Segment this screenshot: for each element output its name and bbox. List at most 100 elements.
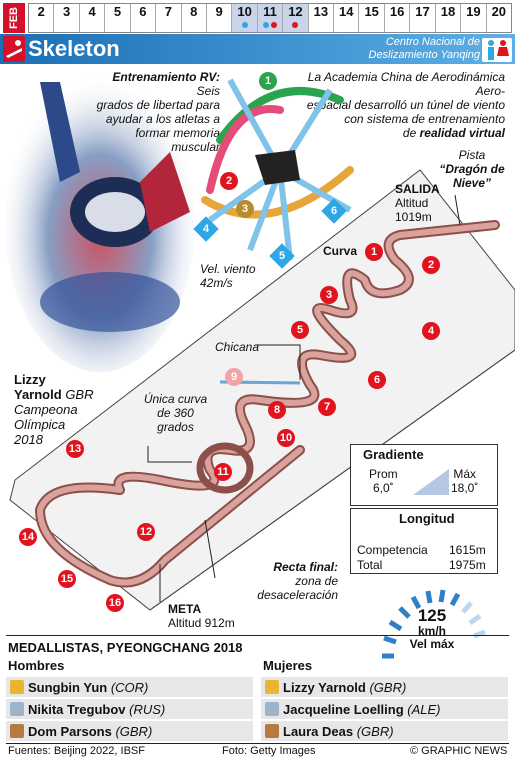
page-title: Skeleton	[28, 36, 120, 61]
chicane-label: Chicana	[215, 340, 260, 354]
date-cell: 17	[410, 4, 436, 32]
medalist-name: Jacqueline Loelling	[283, 701, 404, 717]
vr-text: Seis	[196, 84, 220, 98]
date-cell-event: 11	[257, 4, 284, 32]
date-cell: 15	[359, 4, 385, 32]
curve-marker: 7	[318, 398, 336, 416]
wind-speed: Vel. viento 42m/s	[200, 262, 256, 290]
event-dot	[263, 22, 269, 28]
medalist-country: (ALE)	[407, 701, 441, 717]
length-total-value: 1975m	[449, 558, 486, 572]
medalist-name: Laura Deas	[283, 723, 354, 739]
silver-medal-icon	[10, 702, 24, 716]
medalist-name: Nikita Tregubov	[28, 701, 126, 717]
gradient-avg-label: Prom	[369, 467, 398, 481]
date-cell: 6	[131, 4, 157, 32]
curve-marker: 1	[365, 243, 383, 261]
academy-line: de	[402, 126, 417, 140]
vr-text: muscular	[171, 140, 220, 154]
medal-dot	[292, 22, 299, 28]
date-cell: 19	[461, 4, 487, 32]
finish-title: META	[168, 602, 202, 616]
finish-altitude: Altitud 912m	[168, 616, 235, 630]
athlete-country: GBR	[65, 387, 94, 402]
vr-description: Entrenamiento RV: Seis grados de liberta…	[92, 70, 220, 154]
start-altitude-value: 1019m	[395, 210, 432, 224]
curve-marker: 4	[422, 322, 440, 340]
athlete-last-name: Yarnold	[14, 387, 62, 402]
skeleton-pictogram-icon	[3, 36, 25, 62]
speed-readout: 125 km/h Vel máx	[402, 607, 462, 651]
loop-360	[196, 442, 254, 494]
curve-label: Curva	[323, 244, 358, 258]
date-cell: 13	[309, 4, 335, 32]
women-medalist-row: Lizzy Yarnold (GBR)	[261, 677, 508, 697]
gradient-title: Gradiente	[363, 447, 424, 462]
medalist-name: Sungbin Yun	[28, 679, 108, 695]
athlete-year: 2018	[14, 432, 43, 447]
curve-marker: 10	[277, 429, 295, 447]
athlete-photo	[5, 72, 195, 372]
footer-divider	[6, 743, 509, 744]
medals-heading: MEDALLISTAS, PYEONGCHANG 2018	[8, 640, 243, 655]
vr-text: formar memoria	[135, 126, 220, 140]
medalist-name: Lizzy Yarnold	[283, 679, 366, 695]
men-medalist-row: Nikita Tregubov (RUS)	[6, 699, 253, 719]
date-cell: 2	[29, 4, 55, 32]
medalist-country: (RUS)	[129, 701, 166, 717]
gradient-avg: Prom 6,0˚	[369, 467, 398, 495]
curve-marker: 16	[106, 594, 124, 612]
curve-marker: 3	[320, 286, 338, 304]
gradient-avg-value: 6,0˚	[372, 481, 394, 495]
medalist-country: (COR)	[110, 679, 149, 695]
medalist-country: (GBR)	[369, 679, 407, 695]
finish-label: META Altitud 912m	[168, 602, 235, 630]
vr-text: ayudar a los atletas a	[105, 112, 220, 126]
curve-marker: 8	[268, 401, 286, 419]
academy-line: con sistema de entrenamiento	[344, 112, 505, 126]
speed-unit: km/h	[417, 624, 446, 638]
track-name: Pista “Dragón de Nieve”	[432, 148, 512, 190]
academy-line: La Academia China de Aerodinámica Aero-	[307, 70, 505, 98]
medalist-country: (GBR)	[115, 723, 153, 739]
rotation-marker-2: 2	[220, 172, 238, 190]
date-cell: 16	[385, 4, 411, 32]
month-tab: FEB	[3, 3, 25, 33]
wind-value: 42m/s	[200, 276, 233, 290]
title-bar	[0, 34, 515, 64]
track-name-line: “Dragón de	[439, 162, 505, 176]
length-competition-label: Competencia	[357, 543, 428, 557]
gradient-max-label: Máx	[453, 467, 477, 481]
track-name-line: Pista	[458, 148, 486, 162]
date-cell: 20	[491, 4, 507, 19]
date-cell: 14	[334, 4, 360, 32]
athlete-caption: Lizzy Yarnold GBR Campeona Olímpica 2018	[14, 372, 93, 447]
vr-heading: Entrenamiento RV:	[112, 70, 220, 84]
arrow-rotation-3	[201, 166, 354, 219]
curve-marker: 11	[214, 463, 232, 481]
academy-highlight: realidad virtual	[419, 126, 505, 140]
vr-text: grados de libertad para	[96, 98, 220, 112]
date-cell: 4	[80, 4, 106, 32]
divider	[6, 635, 509, 636]
athlete-first-name: Lizzy	[14, 372, 46, 387]
gradient-icon	[413, 469, 449, 495]
gradient-max: Máx 18,0˚	[451, 467, 478, 495]
men-title: Hombres	[8, 658, 65, 673]
loop-label-line: grados	[157, 420, 194, 434]
final-straight-title: Recta final:	[273, 560, 338, 574]
curve-marker: 15	[58, 570, 76, 588]
gold-medal-icon	[10, 680, 24, 694]
final-straight-line: desaceleración	[257, 588, 338, 602]
men-medalist-row: Dom Parsons (GBR)	[6, 721, 253, 741]
start-title: SALIDA	[395, 182, 440, 196]
athlete-title: Campeona	[14, 402, 78, 417]
arrow-rotation-2	[206, 105, 284, 194]
silver-medal-icon	[265, 702, 279, 716]
footer-photo-credit: Foto: Getty Images	[222, 745, 316, 757]
athlete-title: Olímpica	[14, 417, 66, 432]
start-altitude-label: Altitud	[395, 196, 429, 210]
date-cell: 7	[156, 4, 182, 32]
length-title: Longitud	[399, 511, 455, 526]
speed-gauge	[382, 589, 486, 659]
